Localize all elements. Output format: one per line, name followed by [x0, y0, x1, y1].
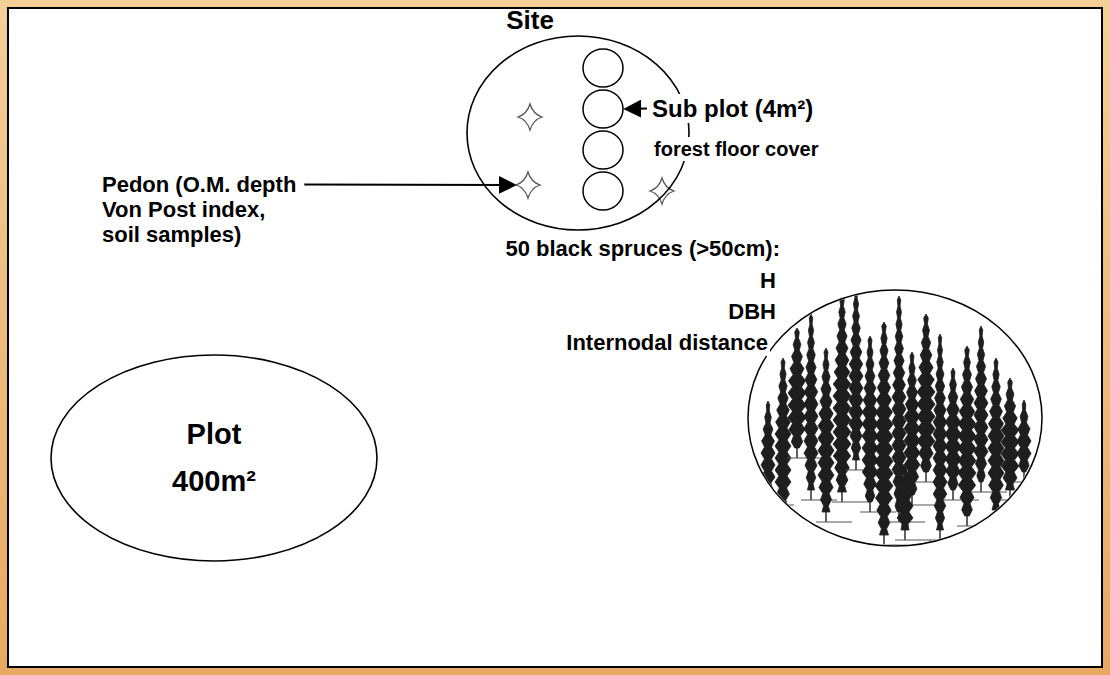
circle-outline	[50, 354, 378, 562]
spruce-trunk	[883, 531, 884, 545]
circle-outline	[51, 355, 377, 561]
subplot-circles	[583, 49, 623, 210]
spruce-trunk	[869, 498, 870, 512]
tree-sample-label: 50 black spruces (>50cm):	[503, 236, 782, 262]
pedon-star	[518, 104, 542, 130]
subplot-note: forest floor cover	[652, 137, 820, 161]
spruce-crown	[875, 322, 893, 535]
ground-mark	[874, 545, 910, 546]
node-heading: Site	[506, 5, 554, 36]
measure-label: Internodal distance	[564, 330, 770, 356]
plot-circle: Plot 400m²	[50, 354, 378, 562]
pedon-star	[650, 178, 674, 204]
spruce-crown	[849, 288, 863, 460]
spruce-trunk	[767, 491, 768, 505]
spruce-trunk	[925, 468, 926, 482]
spruce-crown	[788, 328, 806, 448]
ground-mark	[895, 540, 931, 541]
ground-mark	[758, 505, 794, 506]
subplot-label: Sub plot (4m²)	[650, 94, 815, 123]
spruce-crown	[988, 358, 1004, 510]
leader-arrow	[625, 108, 647, 111]
tree-plot-circle	[748, 290, 1042, 546]
spruce-trunk	[796, 444, 797, 458]
ground-mark	[930, 540, 966, 541]
spruce-trunk	[782, 508, 783, 522]
spruce-crown	[917, 314, 935, 472]
site-circle: Site	[466, 35, 690, 231]
ground-mark	[1014, 482, 1050, 483]
subplot-circle	[583, 172, 623, 210]
spruce-trunk	[855, 456, 856, 470]
measure-label: H	[758, 268, 778, 294]
spruce-trunk	[1009, 486, 1010, 500]
leader-lines	[304, 109, 647, 186]
spruce-trunk	[966, 512, 967, 526]
ground-mark	[773, 522, 809, 523]
subplot-circle	[583, 131, 623, 169]
spruce-crown	[974, 326, 988, 482]
spruce-trunk	[995, 506, 996, 520]
spruce-trunk	[841, 488, 842, 502]
spruce-crown	[818, 348, 834, 512]
node-heading: Plot	[187, 418, 242, 451]
ground-mark	[957, 526, 993, 527]
ground-mark	[1000, 500, 1036, 501]
spruce-trunk	[1023, 468, 1024, 482]
spruce-trunk	[980, 478, 981, 492]
ground-mark	[832, 502, 868, 503]
spruce-crown	[933, 334, 947, 530]
ground-mark	[971, 492, 1007, 493]
spruce-crown	[1017, 400, 1031, 472]
spruce-trunk	[825, 508, 826, 522]
measure-label: DBH	[726, 299, 778, 325]
spruce-trunk	[810, 486, 811, 500]
subplot-circle	[583, 49, 623, 87]
spruce-crown	[833, 296, 851, 492]
spruce-crown	[897, 466, 913, 530]
ground-mark	[787, 458, 823, 459]
pedon-label: Pedon (O.M. depth Von Post index, soil s…	[100, 172, 298, 247]
spruce-trunk	[952, 486, 953, 500]
subplot-circle	[583, 90, 623, 128]
spruce-trunk	[939, 526, 940, 540]
circle-outline	[467, 36, 689, 230]
panel	[8, 8, 1102, 667]
spruce-crown	[804, 314, 818, 490]
black-spruce-trees	[758, 288, 1050, 545]
spruce-crown	[1001, 378, 1019, 490]
spruce-trunk	[904, 526, 905, 540]
ground-mark	[986, 520, 1022, 521]
spruce-crown	[862, 336, 878, 502]
node-text: 400m²	[172, 465, 256, 498]
pedon-star	[516, 172, 540, 198]
spruce-crown	[958, 346, 976, 516]
circle-outline	[466, 35, 690, 231]
ground-mark	[816, 522, 852, 523]
spruce-crown	[761, 401, 775, 495]
